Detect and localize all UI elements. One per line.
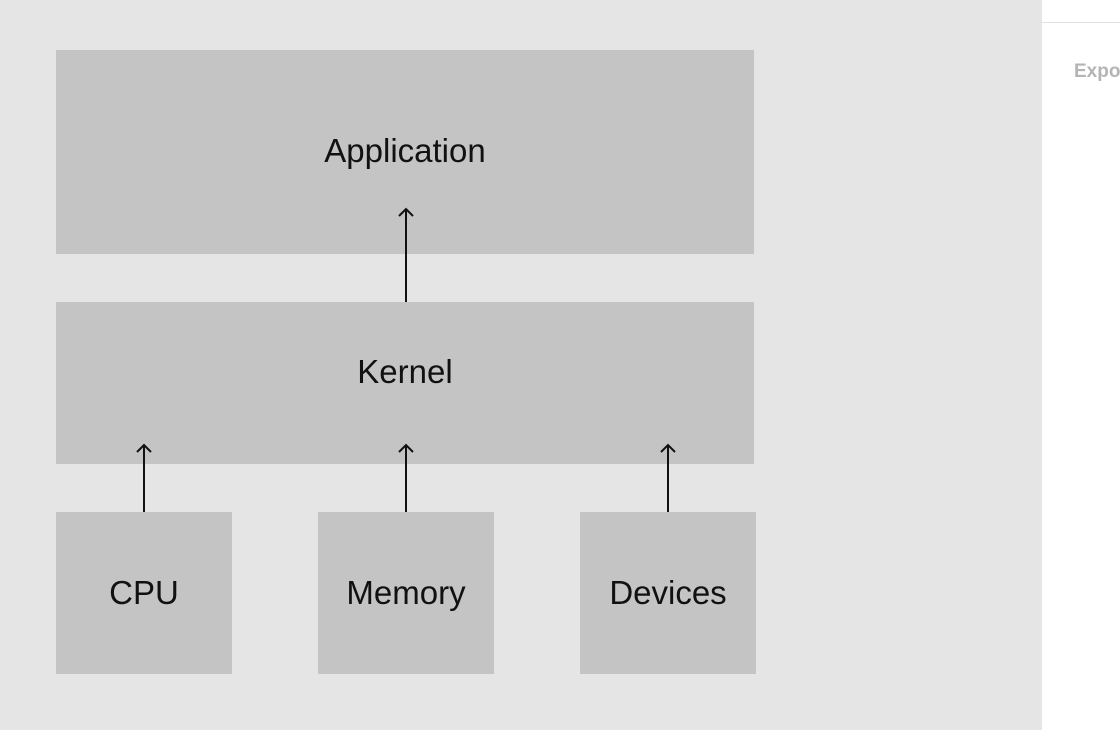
application-label: Application xyxy=(324,132,486,169)
memory-label: Memory xyxy=(346,574,466,611)
side-panel-divider xyxy=(1042,22,1120,23)
memory-block[interactable]: Memory xyxy=(318,512,494,674)
kernel-block[interactable]: Kernel xyxy=(56,302,754,464)
side-panel: Expo xyxy=(1042,0,1120,730)
devices-block[interactable]: Devices xyxy=(580,512,756,674)
export-button[interactable]: Expo xyxy=(1074,61,1120,82)
diagram-canvas: Application Kernel CPU Memory Devices xyxy=(0,0,1042,730)
application-block[interactable]: Application xyxy=(56,50,754,254)
cpu-label: CPU xyxy=(109,574,179,611)
cpu-block[interactable]: CPU xyxy=(56,512,232,674)
kernel-label: Kernel xyxy=(357,353,453,390)
devices-label: Devices xyxy=(609,574,727,611)
